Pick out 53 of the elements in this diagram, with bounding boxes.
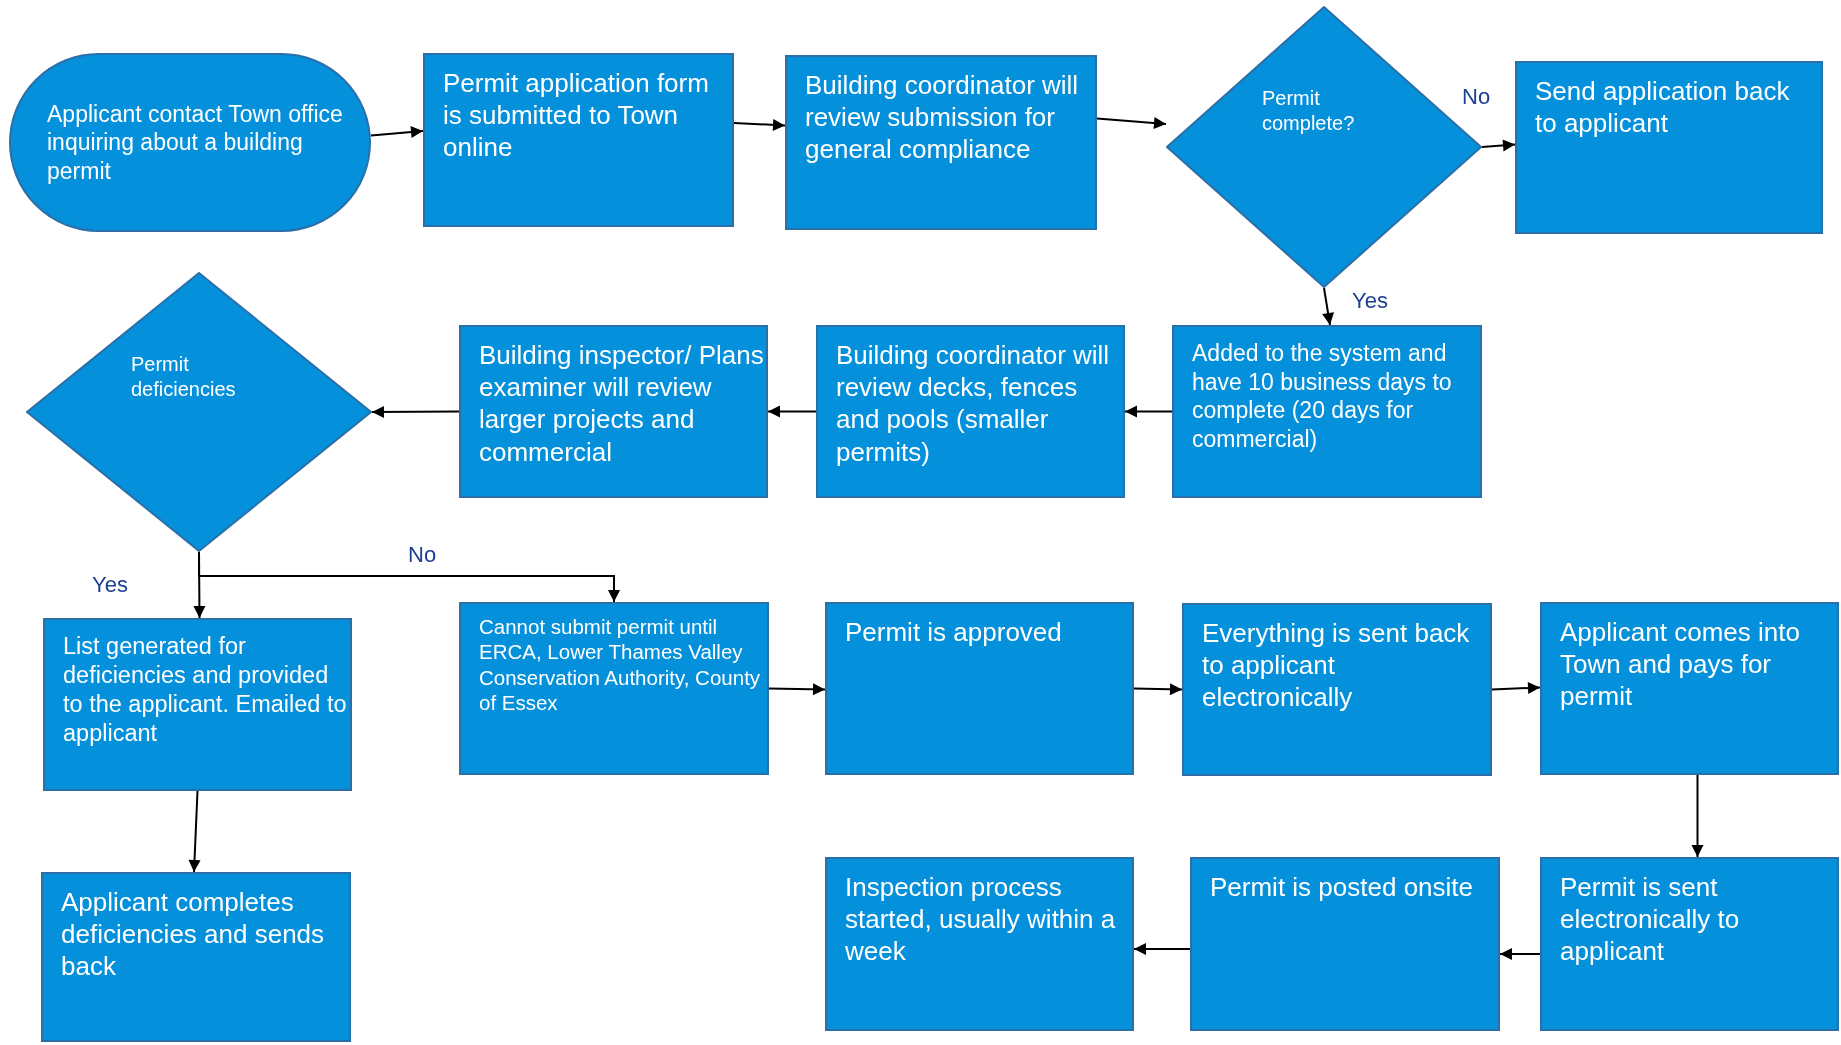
edge-label: Yes — [1352, 288, 1388, 314]
arrow — [370, 126, 424, 138]
process-box — [423, 53, 734, 227]
process-box — [785, 55, 1097, 230]
step-text: Permit is posted onsite — [1210, 871, 1474, 904]
step-text: Send application back to applicant — [1535, 75, 1791, 140]
step-text: Building coordinator will review decks, fences and pools (smaller permits) — [836, 339, 1111, 468]
decision-diamond — [26, 272, 372, 552]
arrow — [1481, 139, 1516, 152]
step-text: Permit is approved — [845, 616, 1063, 649]
arrow — [1096, 117, 1167, 130]
process-box — [459, 602, 769, 775]
step-text: Building coordinator will review submission for general compliance — [805, 69, 1080, 166]
arrow — [1499, 948, 1541, 960]
process-box — [43, 618, 352, 791]
step-text: Permit deficiencies — [131, 352, 237, 402]
step-text: Building inspector/ Plans examiner will review larger projects and commercial — [479, 339, 764, 468]
process-box — [41, 872, 351, 1042]
step-text: Permit application form is submitted to Town online — [443, 67, 710, 164]
step-text: Added to the system and have 10 business days to complete (20 days for commercial) — [1192, 339, 1453, 454]
process-box — [825, 602, 1134, 775]
arrow — [1124, 405, 1173, 418]
process-box — [459, 325, 768, 498]
arrow — [767, 405, 817, 418]
process-box — [1172, 325, 1482, 498]
arrow — [188, 790, 201, 873]
process-box — [1190, 857, 1500, 1031]
process-box — [816, 325, 1125, 498]
edge-label: Yes — [92, 572, 128, 598]
step-text: Applicant completes deficiencies and sends back — [61, 886, 326, 983]
step-text: Applicant contact Town office inquiring about a building permit — [47, 99, 344, 186]
step-text: List generated for deficiencies and provided to the applicant. Emailed to applicant — [63, 632, 348, 749]
process-box — [1540, 602, 1839, 775]
arrow — [1491, 682, 1541, 694]
process-box — [1182, 603, 1492, 776]
arrow — [1133, 683, 1183, 696]
arrow — [1691, 774, 1704, 858]
arrow — [1322, 287, 1334, 326]
edge-label: No — [408, 542, 437, 568]
process-box — [1515, 61, 1823, 234]
arrow — [733, 118, 786, 131]
arrow — [371, 405, 460, 418]
step-text: Permit complete? — [1262, 86, 1356, 136]
process-box — [1540, 857, 1839, 1031]
process-box — [825, 857, 1134, 1031]
step-text: Inspection process started, usually within a week — [845, 871, 1117, 968]
arrow — [1133, 943, 1191, 955]
edge-label: No — [1462, 84, 1491, 110]
step-text: Permit is sent electronically to applicant — [1560, 871, 1741, 968]
arrow — [768, 683, 826, 696]
step-text: Cannot submit permit until ERCA, Lower Thames Valley Conservation Authority, County of Essex — [479, 614, 762, 716]
step-text: Applicant comes into Town and pays for permit — [1560, 616, 1801, 713]
step-text: Everything is sent back to applicant electronically — [1202, 617, 1471, 714]
